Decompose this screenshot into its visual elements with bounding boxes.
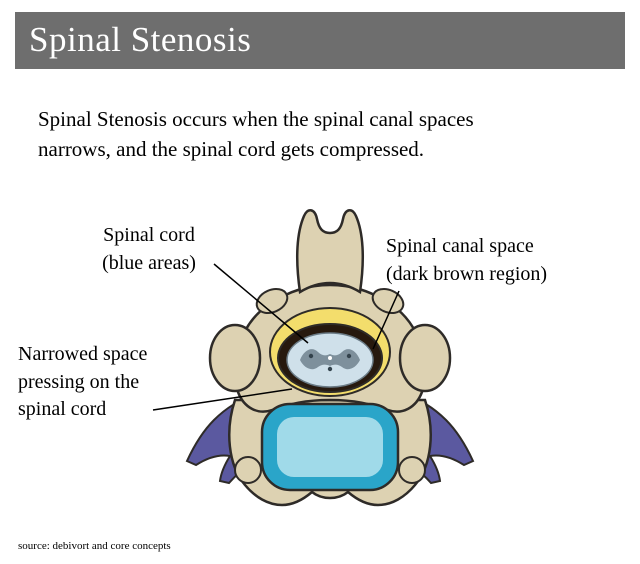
tubercle-right (398, 456, 426, 484)
cord-detail-dot-2 (346, 353, 352, 359)
label-spinal-cord: Spinal cord (blue areas) (102, 224, 196, 274)
label-narrowed-space: Narrowed space pressing on the spinal co… (18, 343, 148, 421)
lateral-mass-right (398, 323, 452, 393)
leader-line-narrowed-space (152, 388, 293, 411)
leader-line-spinal-cord (213, 263, 309, 344)
cord-detail-dot-1 (308, 353, 314, 359)
spinous-process (296, 209, 364, 295)
lateral-mass-left (208, 323, 262, 393)
page-title: Spinal Stenosis (29, 20, 252, 59)
cord-detail-dot-3 (327, 366, 333, 372)
central-canal-dot (328, 356, 332, 360)
label-spinal-canal-space: Spinal canal space (dark brown region) (386, 235, 548, 285)
leader-line-canal-space (372, 290, 400, 350)
intro-text: Spinal Stenosis occurs when the spinal c… (38, 107, 474, 162)
header-bar: Spinal Stenosis (15, 12, 625, 69)
facet-right (371, 288, 405, 314)
disc-inner (277, 417, 383, 477)
tubercle-left (234, 456, 262, 484)
source-text: source: debivort and core concepts (18, 540, 171, 552)
